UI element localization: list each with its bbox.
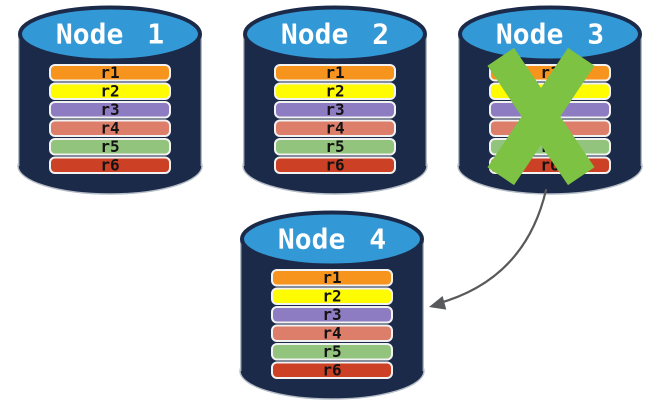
x-arm xyxy=(487,47,595,186)
node-title: Node 2 xyxy=(281,18,389,51)
row-r3-label: r3 xyxy=(322,305,341,324)
node-1: Node 1 r1 r2 r3 r4 r5 r6 xyxy=(17,5,203,195)
row-r5 xyxy=(274,138,396,156)
node-title: Node 4 xyxy=(278,223,386,256)
row-r4 xyxy=(274,119,396,137)
row-r4 xyxy=(49,119,171,137)
row-r3 xyxy=(49,101,171,119)
cylinder-top xyxy=(240,210,424,268)
row-r1 xyxy=(271,269,393,287)
arrow-curve xyxy=(434,188,548,306)
row-r3 xyxy=(274,101,396,119)
row-r4-label: r4 xyxy=(325,119,344,138)
arrow-head-icon xyxy=(429,296,447,310)
node-title: Node 1 xyxy=(56,18,164,51)
node-3: Node 3 r1 r2 r3 r4 r5 r6 xyxy=(457,5,643,195)
node-2: Node 2 r1 r2 r3 r4 r5 r6 xyxy=(242,5,428,195)
row-r2 xyxy=(49,82,171,100)
cylinder-top xyxy=(243,5,427,63)
row-r1-label: r1 xyxy=(100,63,119,82)
row-r2-label: r2 xyxy=(100,82,119,101)
row-r1 xyxy=(274,64,396,82)
row-r6 xyxy=(274,156,396,174)
row-r1-label: r1 xyxy=(325,63,344,82)
node-4: Node 4 r1 r2 r3 r4 r5 r6 xyxy=(239,210,425,400)
row-r6-label: r6 xyxy=(325,156,344,175)
row-r4 xyxy=(271,324,393,342)
row-r6 xyxy=(271,361,393,379)
row-r5 xyxy=(49,138,171,156)
row-r5-label: r5 xyxy=(322,342,341,361)
row-r1 xyxy=(49,64,171,82)
row-r6 xyxy=(49,156,171,174)
node-title: Node 3 xyxy=(496,18,604,51)
row-r2 xyxy=(274,82,396,100)
cylinder-top xyxy=(18,5,202,63)
row-r5 xyxy=(271,343,393,361)
row-r2-label: r2 xyxy=(325,82,344,101)
row-r2 xyxy=(271,287,393,305)
row-r4-label: r4 xyxy=(322,324,341,343)
row-r6-label: r6 xyxy=(100,156,119,175)
row-r3-label: r3 xyxy=(325,100,344,119)
row-r2-label: r2 xyxy=(322,287,341,306)
row-r4-label: r4 xyxy=(100,119,119,138)
row-r1-label: r1 xyxy=(322,268,341,287)
failure-x-icon xyxy=(487,47,595,186)
row-r3-label: r3 xyxy=(100,100,119,119)
row-r3 xyxy=(271,306,393,324)
row-r6-label: r6 xyxy=(322,361,341,380)
cylinder-top xyxy=(458,5,642,63)
row-r5-label: r5 xyxy=(100,137,119,156)
row-r5-label: r5 xyxy=(325,137,344,156)
